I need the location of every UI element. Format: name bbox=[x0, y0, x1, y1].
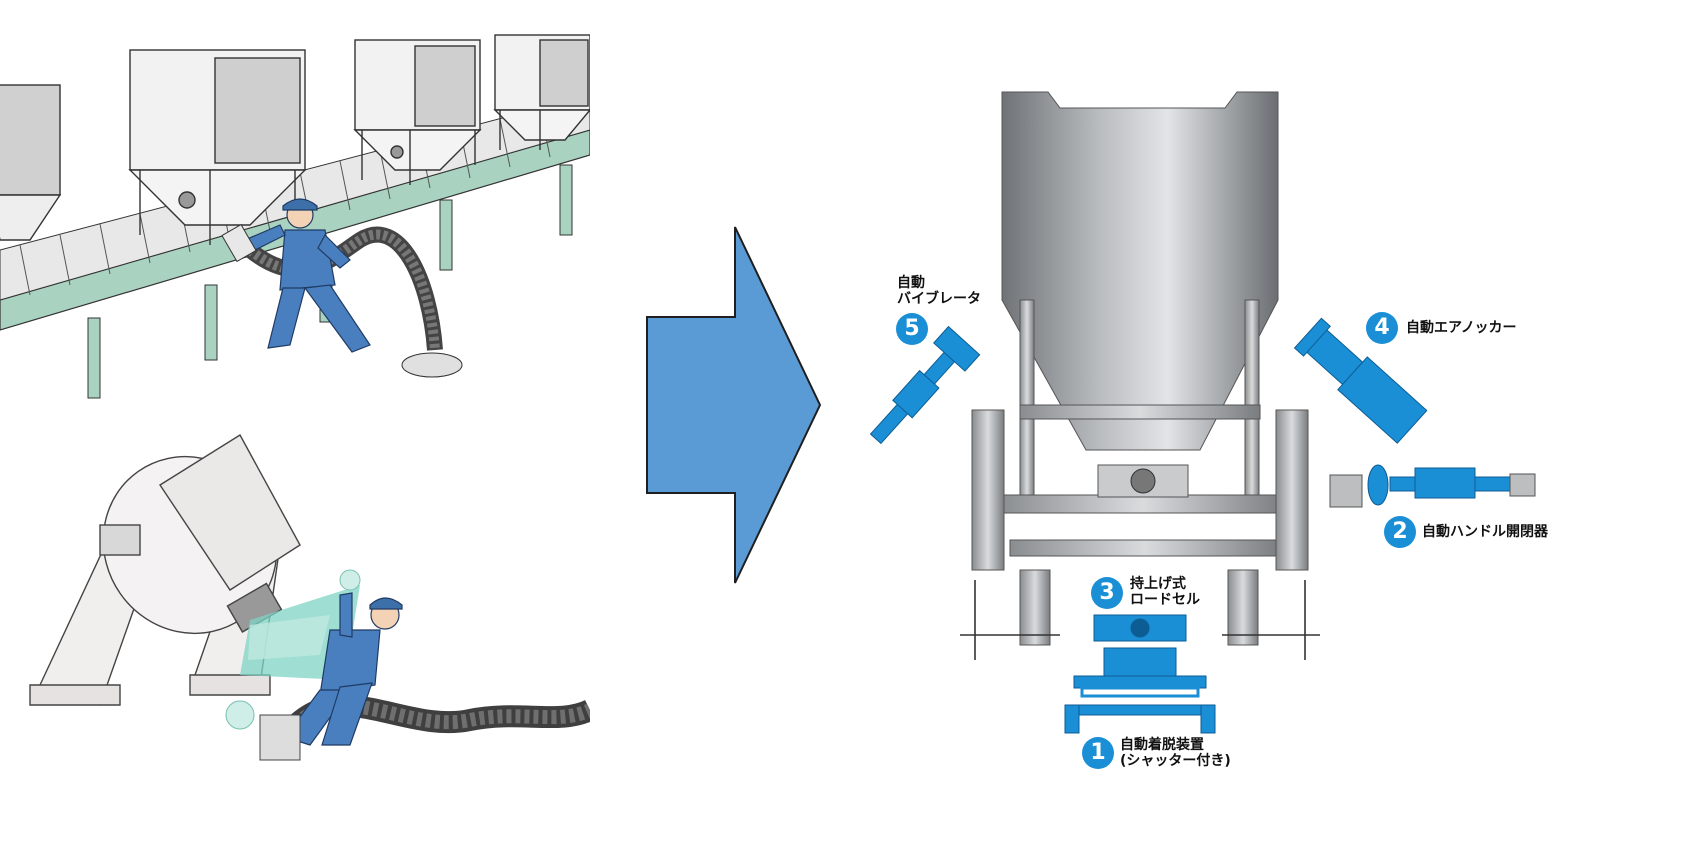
vibrator-part bbox=[869, 325, 981, 445]
hopper bbox=[1001, 91, 1279, 451]
part-3-label-line1: 持上げ式 bbox=[1130, 576, 1186, 592]
part-4-badge: 4 bbox=[1366, 312, 1398, 344]
dust-accident-illustration bbox=[29, 434, 590, 761]
manual-conveyor-illustration bbox=[0, 34, 590, 399]
part-2-badge: 2 bbox=[1384, 516, 1416, 548]
part-3-badge: 3 bbox=[1091, 577, 1123, 609]
part-5-label-line2: バイブレータ bbox=[897, 291, 981, 307]
auto-attach-part bbox=[1064, 647, 1216, 734]
part-2-label: 自動ハンドル開閉器 bbox=[1422, 524, 1548, 540]
part-5-label-line1: 自動 bbox=[897, 275, 925, 291]
part-3-label-line2: ロードセル bbox=[1130, 592, 1200, 608]
part-1-label-line2: (シャッター付き) bbox=[1120, 753, 1231, 769]
part-4-label: 自動エアノッカー bbox=[1406, 320, 1517, 336]
part-5-badge: 5 bbox=[896, 313, 928, 345]
air-knocker-part bbox=[1293, 317, 1428, 444]
part-1-label-line1: 自動着脱装置 bbox=[1120, 737, 1204, 753]
handle-opener-part bbox=[1329, 464, 1536, 508]
transition-arrow bbox=[646, 226, 822, 584]
automated-station-diagram bbox=[869, 91, 1536, 734]
part-1-badge: 1 bbox=[1082, 737, 1114, 769]
load-cell-part bbox=[1093, 614, 1187, 642]
